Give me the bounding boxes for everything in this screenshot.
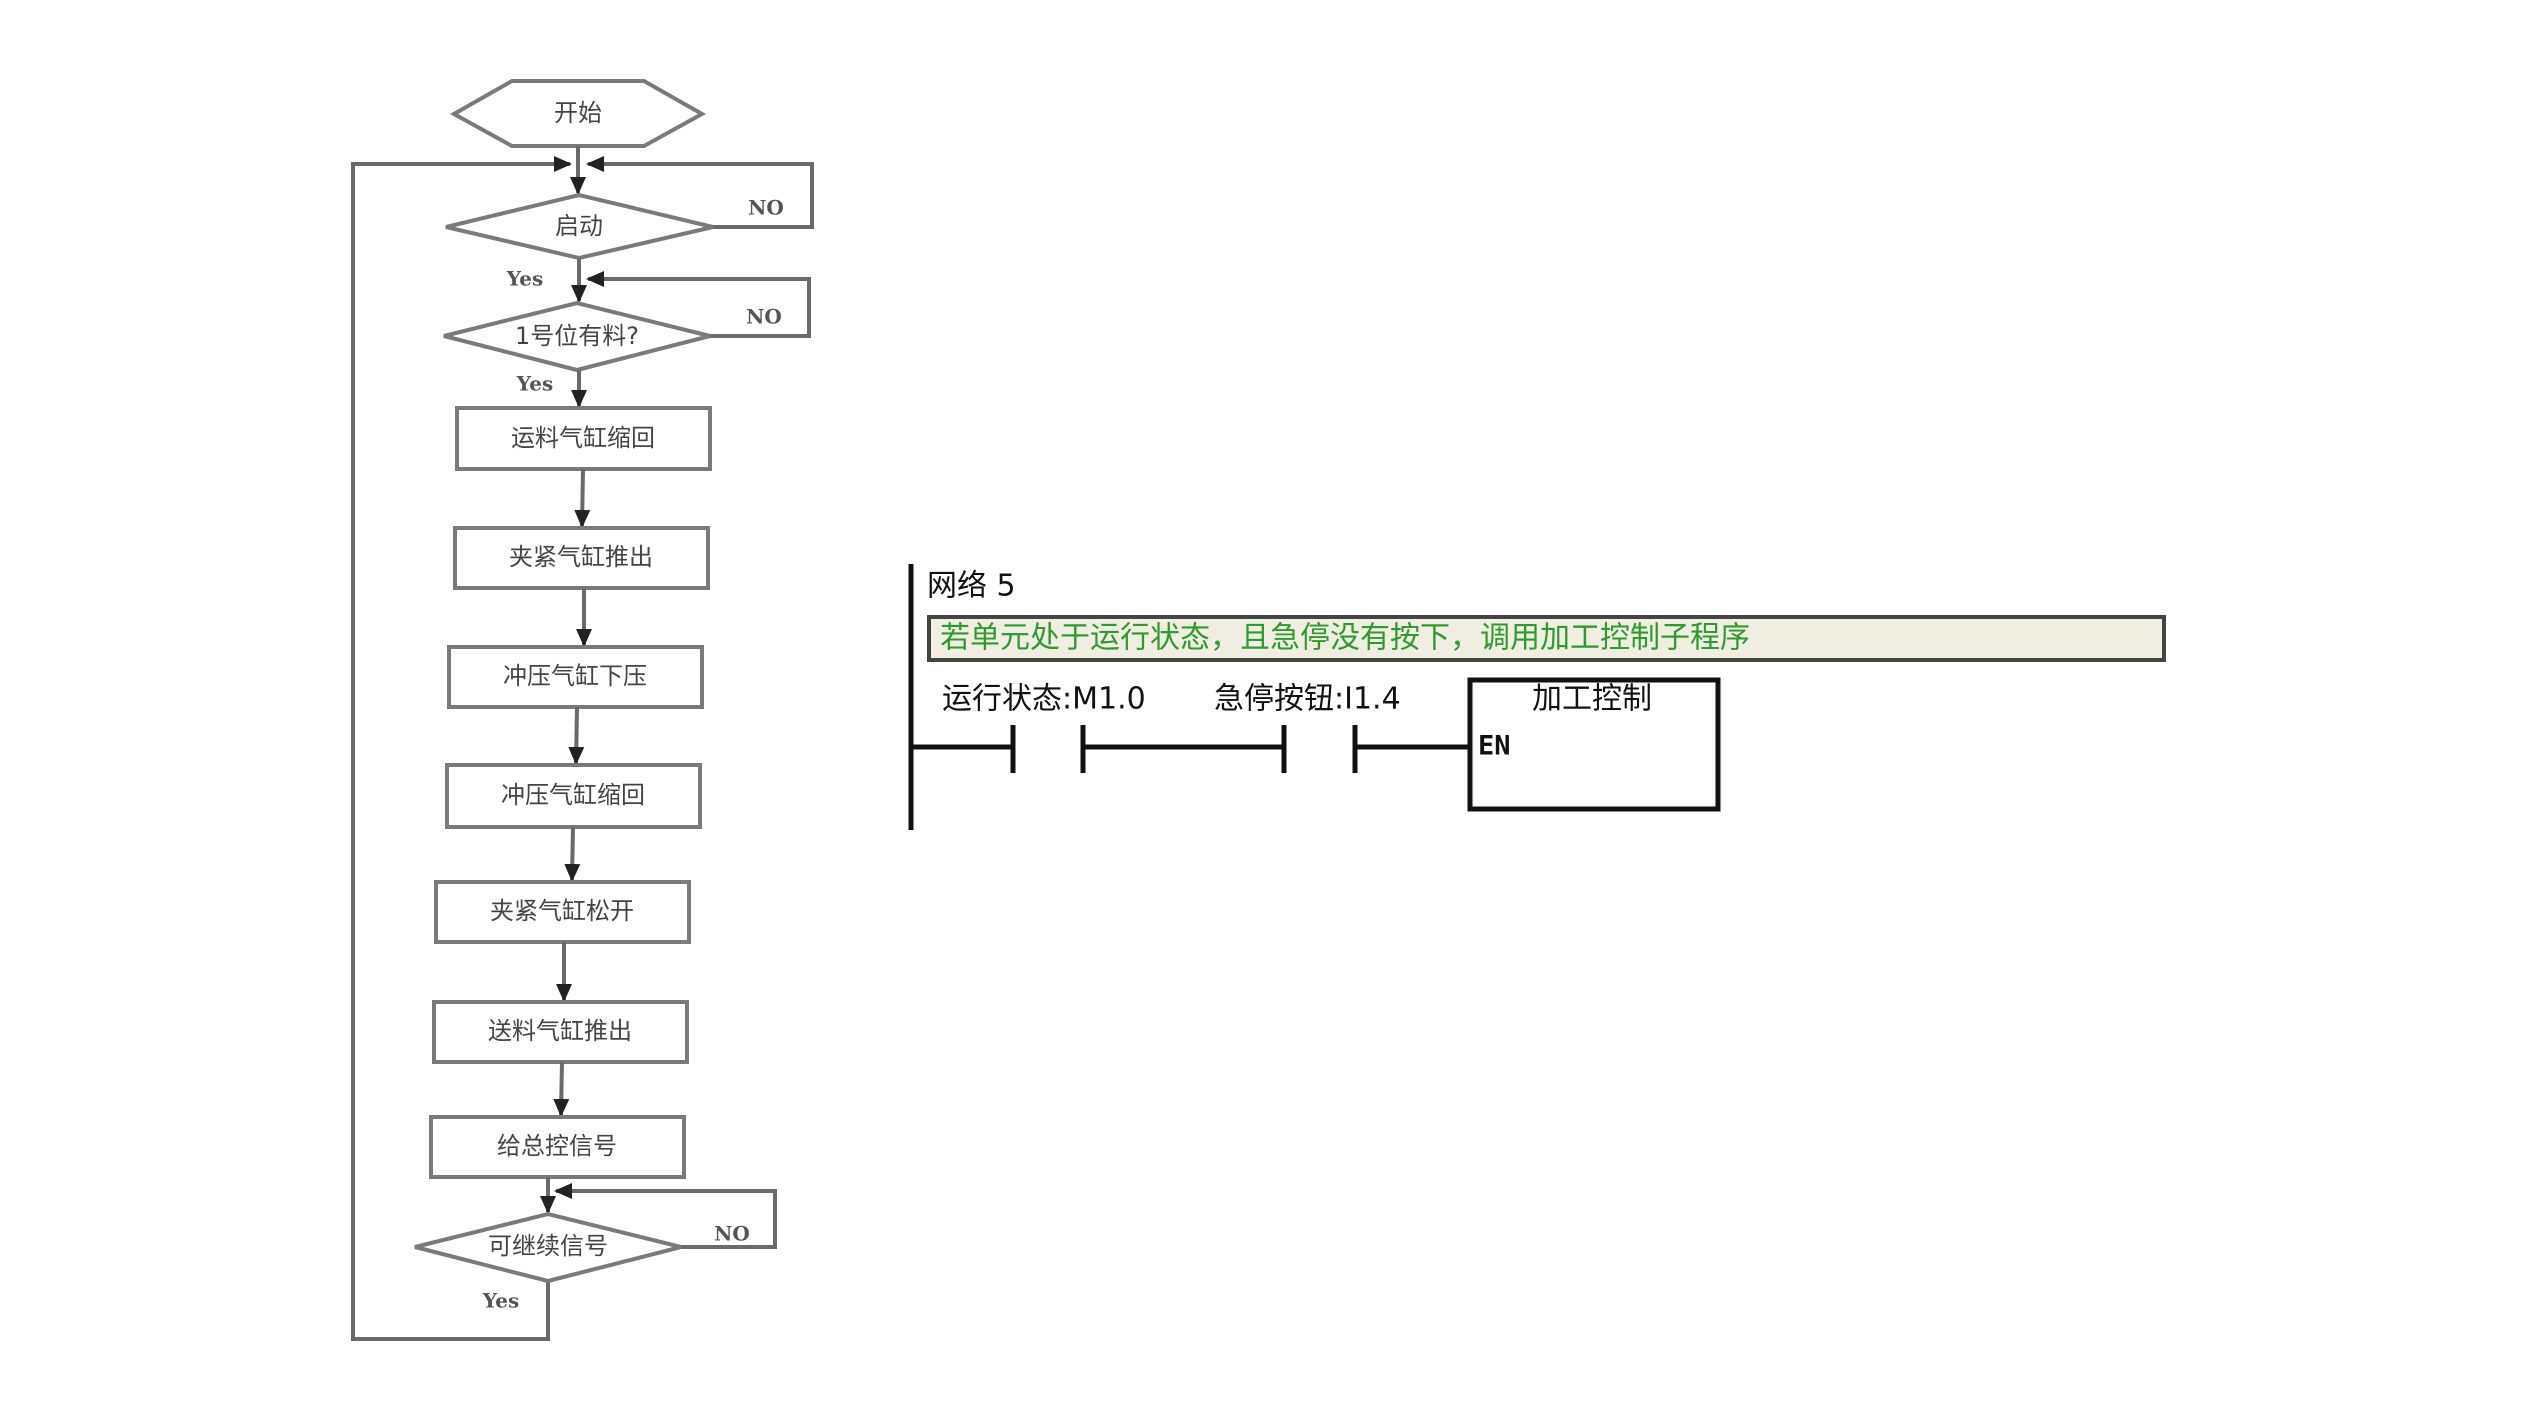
no-loop-start bbox=[586, 156, 814, 229]
arrow bbox=[568, 706, 585, 765]
subroutine-block[interactable] bbox=[1467, 677, 1721, 812]
arrow bbox=[564, 826, 581, 882]
decision-continue bbox=[414, 1211, 682, 1284]
decision-start bbox=[445, 192, 714, 261]
yes-label: Yes bbox=[482, 1289, 520, 1313]
decision-material-label: 1号位有料? bbox=[515, 322, 639, 350]
decision-start-label: 启动 bbox=[555, 212, 603, 240]
step-label-2: 夹紧气缸推出 bbox=[509, 543, 653, 571]
flowchart: 开始 启动 NO Yes 1号位有料? NO Yes 运料气缸缩回 夹紧气缸推出… bbox=[351, 79, 814, 1341]
subroutine-title: 加工控制 bbox=[1532, 682, 1652, 717]
yes-label: Yes bbox=[516, 372, 554, 396]
start-label: 开始 bbox=[554, 99, 602, 127]
step-label-6: 送料气缸推出 bbox=[488, 1017, 632, 1045]
contact-run-status[interactable] bbox=[1010, 725, 1086, 773]
no-label: NO bbox=[714, 1222, 750, 1246]
network-comment: 若单元处于运行状态，且急停没有按下，调用加工控制子程序 bbox=[940, 621, 1750, 656]
contact-emergency-stop[interactable] bbox=[1281, 725, 1358, 773]
decision-material bbox=[443, 300, 711, 373]
network-title: 网络 5 bbox=[927, 569, 1016, 604]
step-label-4: 冲压气缸缩回 bbox=[501, 781, 645, 809]
start-terminator bbox=[449, 79, 707, 148]
contact1-label: 运行状态:M1.0 bbox=[942, 682, 1146, 717]
no-loop-material bbox=[586, 271, 811, 338]
yes-label: Yes bbox=[506, 267, 544, 291]
no-label: NO bbox=[746, 305, 782, 329]
step-box-7 bbox=[429, 1115, 686, 1179]
step-label-5: 夹紧气缸松开 bbox=[490, 897, 634, 925]
return-loop-line bbox=[351, 156, 572, 1341]
step-box-1 bbox=[455, 406, 712, 471]
step-box-4 bbox=[445, 763, 702, 829]
arrow bbox=[574, 468, 591, 528]
network-comment-box[interactable] bbox=[927, 615, 2166, 662]
step-box-3 bbox=[447, 645, 704, 709]
no-loop-continue bbox=[554, 1183, 777, 1249]
contact2-label: 急停按钮:I1.4 bbox=[1214, 682, 1401, 717]
step-label-3: 冲压气缸下压 bbox=[503, 662, 647, 690]
step-label-7: 给总控信号 bbox=[497, 1132, 617, 1160]
decision-continue-label: 可继续信号 bbox=[488, 1232, 608, 1260]
ladder-network: 网络 5 若单元处于运行状态，且急停没有按下，调用加工控制子程序 运行状态:M1… bbox=[908, 564, 2166, 830]
arrow bbox=[553, 1061, 570, 1117]
step-box-2 bbox=[453, 526, 710, 590]
no-label: NO bbox=[748, 196, 784, 220]
step-box-5 bbox=[434, 880, 691, 944]
step-label-1: 运料气缸缩回 bbox=[511, 424, 655, 452]
step-box-6 bbox=[432, 1000, 689, 1064]
subroutine-en-pin: EN bbox=[1478, 731, 1511, 762]
